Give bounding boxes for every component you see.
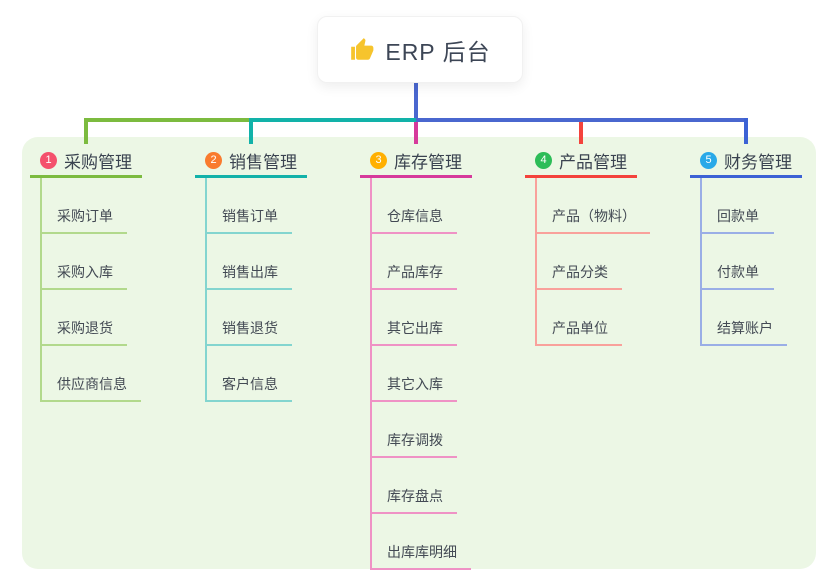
branch-purchase-title[interactable]: 1 采购管理 — [30, 145, 142, 178]
node-label: 库存盘点 — [387, 488, 443, 504]
node-label: 采购入库 — [57, 264, 113, 280]
node-sales-outbound[interactable]: 销售出库 — [207, 234, 292, 290]
branch-inventory-title[interactable]: 3 库存管理 — [360, 145, 472, 178]
branch-finance-title[interactable]: 5 财务管理 — [690, 145, 802, 178]
node-label: 产品库存 — [387, 264, 443, 280]
drop-line-inventory — [414, 122, 418, 144]
branch-label: 销售管理 — [229, 152, 297, 172]
branch-purchase: 1 采购管理 采购订单 采购入库 采购退货 供应商信息 — [30, 145, 190, 402]
node-other-outbound[interactable]: 其它出库 — [372, 290, 457, 346]
branch-inventory-subtree: 仓库信息 产品库存 其它出库 其它入库 库存调拨 库存盘点 出库库明细 — [370, 178, 520, 570]
node-warehouse-info[interactable]: 仓库信息 — [372, 178, 457, 234]
branch-sales-subtree: 销售订单 销售出库 销售退货 客户信息 — [205, 178, 355, 402]
branch-number-badge: 2 — [205, 151, 222, 169]
node-sales-order[interactable]: 销售订单 — [207, 178, 292, 234]
branch-sales-title[interactable]: 2 销售管理 — [195, 145, 307, 178]
branch-number-badge: 1 — [40, 151, 57, 169]
bus-line-green — [84, 118, 251, 122]
bus-line-teal — [251, 118, 416, 122]
branch-product-subtree: 产品（物料） 产品分类 产品单位 — [535, 178, 685, 346]
node-sales-return[interactable]: 销售退货 — [207, 290, 292, 346]
branch-product: 4 产品管理 产品（物料） 产品分类 产品单位 — [525, 145, 685, 346]
node-label: 库存调拨 — [387, 432, 443, 448]
branch-product-title[interactable]: 4 产品管理 — [525, 145, 637, 178]
node-outbound-detail[interactable]: 出库库明细 — [372, 514, 471, 570]
node-label: 出库库明细 — [387, 544, 457, 560]
node-stock-transfer[interactable]: 库存调拨 — [372, 402, 457, 458]
node-stock-count[interactable]: 库存盘点 — [372, 458, 457, 514]
node-label: 销售订单 — [222, 208, 278, 224]
branch-label: 财务管理 — [724, 152, 792, 172]
node-customer-info[interactable]: 客户信息 — [207, 346, 292, 402]
root-title: ERP 后台 — [385, 38, 491, 65]
node-payment-bill[interactable]: 付款单 — [702, 234, 774, 290]
node-label: 销售出库 — [222, 264, 278, 280]
branch-finance: 5 财务管理 回款单 付款单 结算账户 — [690, 145, 839, 346]
node-label: 回款单 — [717, 208, 759, 224]
branches-background-panel — [22, 137, 816, 569]
branch-label: 产品管理 — [559, 152, 627, 172]
node-label: 产品（物料） — [552, 208, 636, 224]
node-product-category[interactable]: 产品分类 — [537, 234, 622, 290]
drop-line-finance — [744, 118, 748, 144]
node-label: 客户信息 — [222, 376, 278, 392]
branch-number-badge: 3 — [370, 151, 387, 169]
node-settlement-account[interactable]: 结算账户 — [702, 290, 787, 346]
drop-line-purchase — [84, 118, 88, 144]
node-label: 结算账户 — [717, 320, 773, 336]
node-other-inbound[interactable]: 其它入库 — [372, 346, 457, 402]
node-label: 产品单位 — [552, 320, 608, 336]
bus-line-blue — [416, 118, 748, 122]
node-purchase-return[interactable]: 采购退货 — [42, 290, 127, 346]
node-label: 销售退货 — [222, 320, 278, 336]
node-label: 供应商信息 — [57, 376, 127, 392]
branch-label: 采购管理 — [64, 152, 132, 172]
node-label: 仓库信息 — [387, 208, 443, 224]
node-product-material[interactable]: 产品（物料） — [537, 178, 650, 234]
node-product-stock[interactable]: 产品库存 — [372, 234, 457, 290]
node-supplier-info[interactable]: 供应商信息 — [42, 346, 141, 402]
branch-finance-subtree: 回款单 付款单 结算账户 — [700, 178, 839, 346]
node-purchase-inbound[interactable]: 采购入库 — [42, 234, 127, 290]
node-label: 其它出库 — [387, 320, 443, 336]
branch-number-badge: 5 — [700, 151, 717, 169]
node-label: 产品分类 — [552, 264, 608, 280]
node-purchase-order[interactable]: 采购订单 — [42, 178, 127, 234]
node-label: 其它入库 — [387, 376, 443, 392]
drop-line-product — [579, 122, 583, 144]
branch-sales: 2 销售管理 销售订单 销售出库 销售退货 客户信息 — [195, 145, 355, 402]
thumbs-up-icon — [351, 37, 374, 60]
branch-inventory: 3 库存管理 仓库信息 产品库存 其它出库 其它入库 库存调拨 库存盘点 出库库… — [360, 145, 520, 570]
node-label: 采购退货 — [57, 320, 113, 336]
branch-purchase-subtree: 采购订单 采购入库 采购退货 供应商信息 — [40, 178, 190, 402]
node-product-unit[interactable]: 产品单位 — [537, 290, 622, 346]
root-node[interactable]: ERP 后台 — [317, 16, 523, 83]
root-connector-line — [414, 83, 418, 118]
node-label: 采购订单 — [57, 208, 113, 224]
branch-label: 库存管理 — [394, 152, 462, 172]
drop-line-sales — [249, 118, 253, 144]
node-label: 付款单 — [717, 264, 759, 280]
branch-number-badge: 4 — [535, 151, 552, 169]
node-receipt-bill[interactable]: 回款单 — [702, 178, 774, 234]
